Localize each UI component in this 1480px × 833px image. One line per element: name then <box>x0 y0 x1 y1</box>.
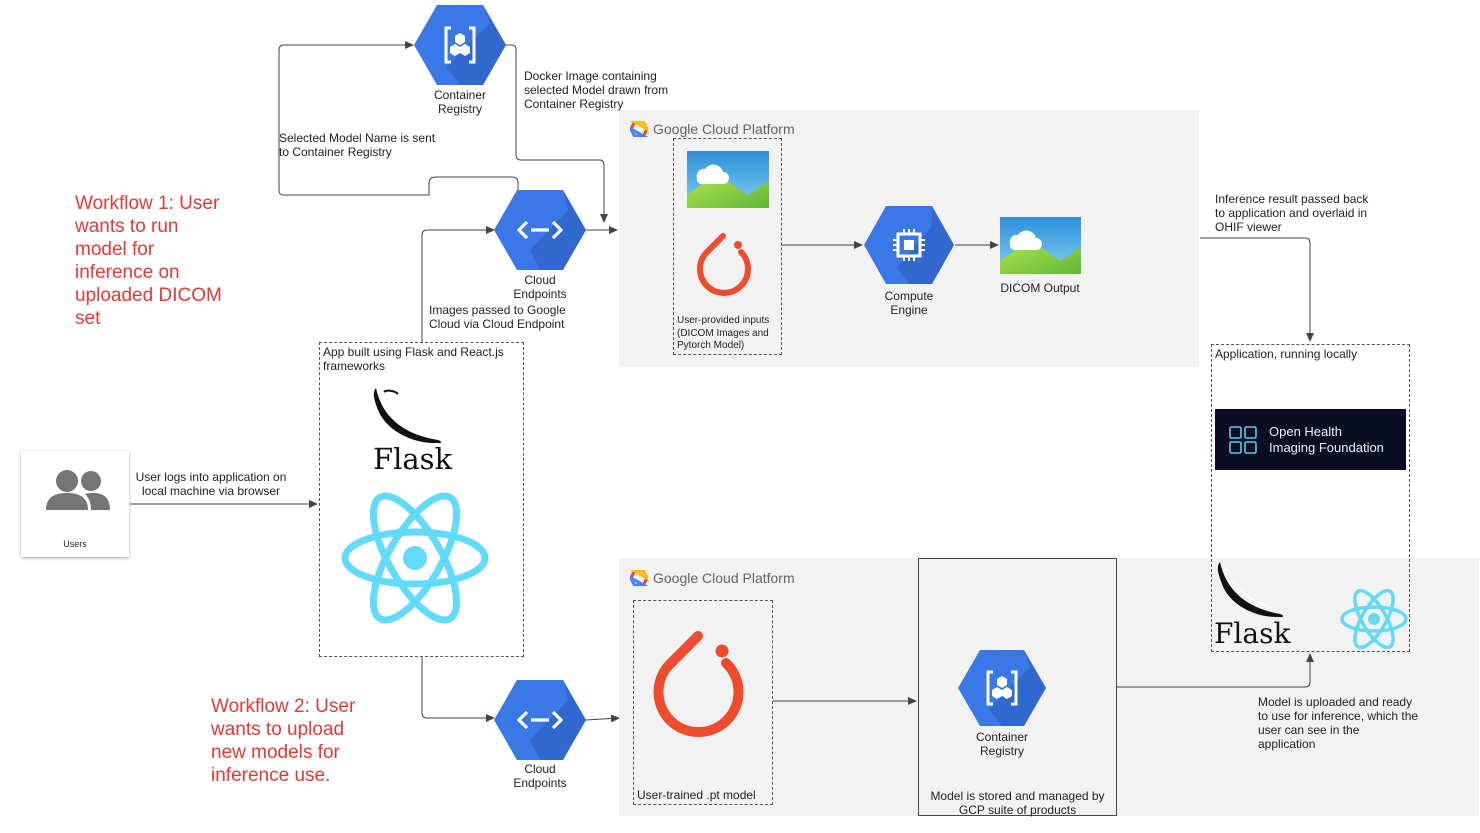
user-inputs-box <box>673 138 782 355</box>
compute-engine-label: Compute Engine <box>884 289 934 317</box>
compute-engine-icon <box>864 206 954 284</box>
edge-images-passed <box>421 226 495 342</box>
ohif-grid-icon <box>1229 425 1257 454</box>
users-icon <box>46 470 110 510</box>
workflow-1-title: Workflow 1: User wants to run model for … <box>75 193 222 329</box>
model-name-sent-label: Selected Model Name is sent to Container… <box>279 131 436 159</box>
model-uploaded-label: Model is uploaded and ready to use for i… <box>1258 695 1419 751</box>
edge-app-to-endpoint2 <box>421 657 495 722</box>
container-registry-bottom-label: Container Registry <box>975 730 1029 758</box>
users-card: Users <box>21 451 129 557</box>
gcp-hexagon-icon <box>630 121 648 137</box>
pytorch-icon <box>697 233 751 296</box>
dicom-output-label: DICOM Output <box>1000 281 1080 295</box>
dicom-image-icon <box>687 151 769 208</box>
edge-model-name <box>278 41 519 196</box>
user-trained-label: User-trained .pt model <box>637 788 756 802</box>
model-stored-label: Model is stored and managed by GCP suite… <box>930 789 1105 817</box>
flask-wordmark: Flask <box>373 442 453 476</box>
cloud-endpoints-top-label: Cloud Endpoints <box>513 273 567 301</box>
ohif-text: Open Health Imaging Foundation <box>1269 423 1384 455</box>
user-inputs-label: User-provided inputs (DICOM Images and P… <box>677 315 770 351</box>
pytorch-icon <box>653 631 744 737</box>
container-registry-icon <box>414 5 506 85</box>
app-box-label: App built using Flask and React.js frame… <box>323 345 504 373</box>
users-label: Users <box>63 539 87 549</box>
react-icon <box>1340 588 1408 650</box>
images-passed-label: Images passed to Google Cloud via Cloud … <box>429 303 566 331</box>
docker-image-label: Docker Image containing selected Model d… <box>524 69 669 111</box>
inference-result-label: Inference result passed back to applicat… <box>1215 192 1369 234</box>
edge-model-uploaded <box>1117 653 1314 688</box>
react-icon <box>341 492 489 624</box>
gcp-logo-text: Google Cloud Platform <box>653 121 795 137</box>
gcp-panel-bottom <box>619 558 1479 816</box>
container-registry-top-label: Container Registry <box>433 88 487 116</box>
model-stored-box <box>918 558 1117 816</box>
workflow-2-title: Workflow 2: User wants to upload new mod… <box>211 696 356 786</box>
edge-docker-image <box>505 44 608 223</box>
flask-horn-icon <box>373 388 441 444</box>
local-app-box <box>1211 344 1410 652</box>
gcp-logo-text: Google Cloud Platform <box>653 570 795 586</box>
cloud-endpoints-icon <box>494 680 586 760</box>
gcp-logo-bottom: Google Cloud Platform <box>630 570 795 586</box>
cloud-endpoints-bottom-label: Cloud Endpoints <box>513 762 567 790</box>
dicom-output-icon <box>1000 217 1081 274</box>
user-logs-in-label: User logs into application on local mach… <box>135 470 287 498</box>
flask-wordmark: Flask <box>1214 617 1291 650</box>
edge-inference-result <box>1200 237 1314 342</box>
gcp-logo-top: Google Cloud Platform <box>630 121 795 137</box>
gcp-hexagon-icon <box>630 570 648 586</box>
edge-endpoint2-to-trained <box>585 714 620 723</box>
cloud-endpoints-icon <box>494 190 586 270</box>
container-registry-icon <box>958 650 1046 726</box>
local-app-label: Application, running locally <box>1215 347 1358 361</box>
flask-horn-icon <box>1217 562 1283 618</box>
ohif-logo: Open Health Imaging Foundation <box>1215 409 1406 470</box>
app-box <box>319 342 524 657</box>
user-trained-box <box>633 600 773 805</box>
